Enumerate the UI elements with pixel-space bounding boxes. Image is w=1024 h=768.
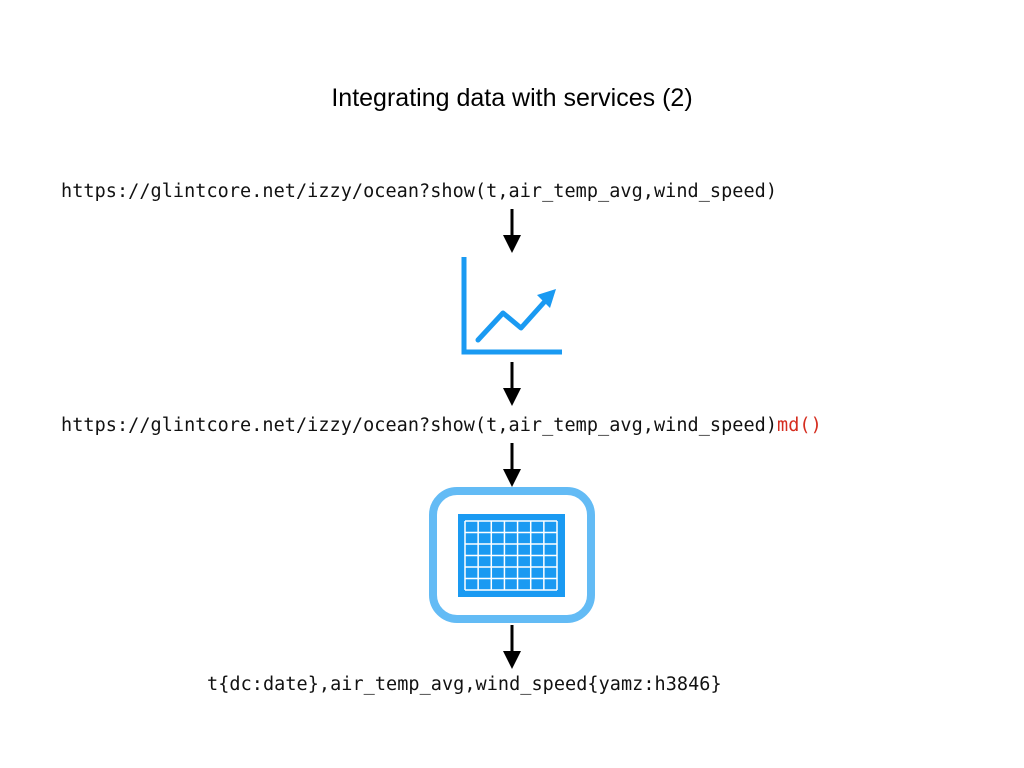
down-arrow-icon (503, 362, 521, 406)
result-column-spec: t{dc:date},air_temp_avg,wind_speed{yamz:… (207, 674, 722, 695)
table-grid-icon (429, 487, 595, 623)
url-base: https://glintcore.net/izzy/ocean?show(t,… (61, 415, 778, 436)
request-url: https://glintcore.net/izzy/ocean?show(t,… (61, 181, 778, 202)
markdown-request-url: https://glintcore.net/izzy/ocean?show(t,… (61, 415, 822, 436)
line-chart-icon (461, 257, 562, 355)
down-arrow-icon (503, 443, 521, 487)
slide-title: Integrating data with services (2) (331, 84, 693, 112)
down-arrow-icon (503, 625, 521, 669)
down-arrow-icon (503, 209, 521, 253)
md-suffix: md() (777, 415, 822, 436)
